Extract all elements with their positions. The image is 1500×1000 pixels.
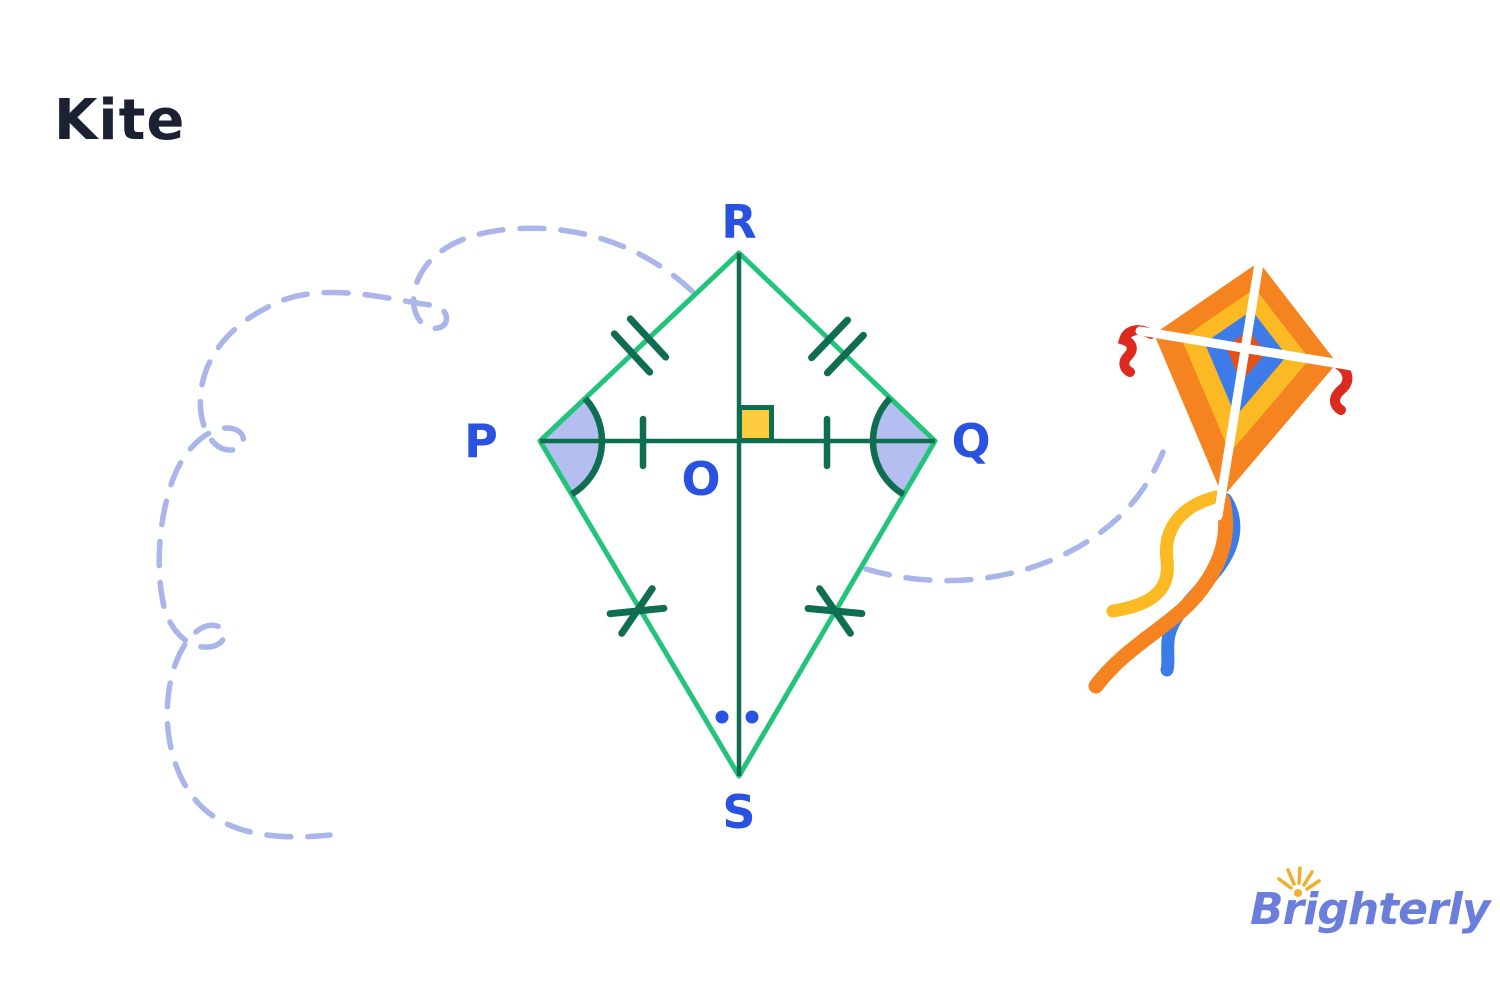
brand-logo: Brighterly	[1250, 884, 1490, 935]
angle-marker-p-arc	[569, 396, 606, 498]
vertex-label-s: S	[722, 785, 756, 839]
vertex-label-p: P	[464, 414, 498, 468]
cross-tick-ps	[606, 585, 668, 637]
vertex-label-q: Q	[951, 414, 991, 468]
angle-marker-q-arc	[869, 395, 906, 498]
equal-angle-dots	[715, 710, 759, 724]
angle-marker-p-fill	[540, 398, 602, 495]
vertex-label-o: O	[681, 452, 721, 506]
kite-tail-yellow	[1106, 490, 1223, 618]
right-angle-marker	[737, 405, 774, 443]
sun-icon	[1277, 866, 1321, 897]
kite-tail-orange	[1088, 493, 1234, 694]
vertex-label-r: R	[721, 195, 757, 249]
angle-marker-q-fill	[872, 398, 935, 495]
kite-ribbon-right	[1330, 359, 1353, 415]
double-tick-rp	[610, 315, 670, 376]
page-title: Kite	[54, 88, 186, 153]
cloud-swirl-dashed-path	[156, 225, 695, 840]
kite-diagram	[537, 250, 938, 779]
kite-braces	[1135, 240, 1357, 521]
kite-illustration	[1088, 240, 1357, 694]
double-tick-rq	[808, 316, 867, 377]
kite-ribbon-left	[1117, 325, 1156, 377]
cross-tick-qs	[804, 585, 866, 637]
connector-dashed-path	[863, 449, 1166, 584]
